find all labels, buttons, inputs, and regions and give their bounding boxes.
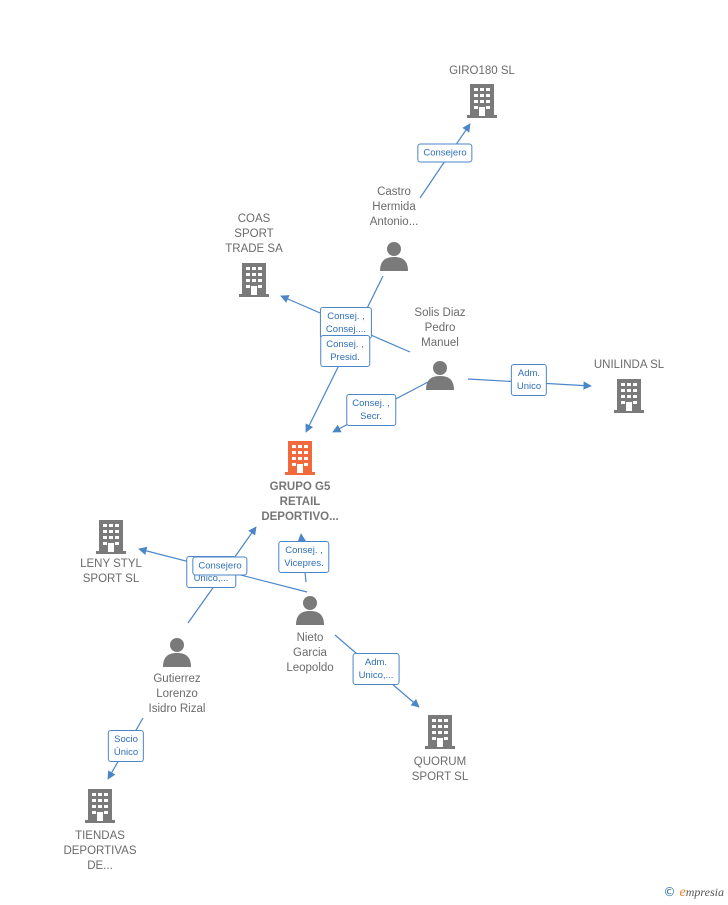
node-label-unilinda[interactable]: UNILINDA SL [593, 359, 665, 371]
node-label-gutierrez[interactable]: Gutierrez Lorenzo Isidro Rizal [148, 673, 206, 715]
node-label-solis[interactable]: Solis Diaz Pedro Manuel [414, 307, 466, 349]
edge-label-solis-unilinda[interactable]: Adm. Unico [510, 364, 548, 396]
building-icon-grupo[interactable] [285, 441, 315, 475]
building-icon-tiendas[interactable] [85, 789, 115, 823]
person-icon-castro[interactable] [379, 241, 409, 271]
edge-label-nieto-quorum[interactable]: Adm. Unico,... [352, 653, 400, 685]
building-icon-leny[interactable] [96, 520, 126, 554]
node-label-quorum[interactable]: QUORUM SPORT SL [411, 756, 469, 783]
node-label-tiendas[interactable]: TIENDAS DEPORTIVAS DE... [63, 830, 137, 872]
person-icon-nieto[interactable] [295, 595, 325, 625]
building-icon-unilinda[interactable] [614, 379, 644, 413]
node-label-coas[interactable]: COAS SPORT TRADE SA [225, 213, 283, 255]
node-label-castro[interactable]: Castro Hermida Antonio... [369, 186, 419, 228]
edge-label-gutierrez-tiendas[interactable]: Socio Único [107, 730, 145, 762]
copyright-icon: © [663, 885, 676, 899]
node-label-leny[interactable]: LENY STYL SPORT SL [80, 558, 142, 585]
edge-label-castro-grupo[interactable]: Consej. , Presid. [320, 335, 370, 367]
building-icon-giro180[interactable] [467, 84, 497, 118]
edge-label-gutierrez-grupo[interactable]: Consejero [192, 556, 248, 576]
person-icon-solis[interactable] [425, 360, 455, 390]
edge-label-solis-grupo[interactable]: Consej. , Secr. [346, 394, 396, 426]
edge-label-nieto-grupo[interactable]: Consej. , Vicepres. [278, 541, 330, 573]
building-icon-quorum[interactable] [425, 715, 455, 749]
empresia-logo: ©empresia [663, 885, 724, 900]
edge-label-castro-giro180[interactable]: Consejero [417, 143, 473, 163]
building-icon-coas[interactable] [239, 263, 269, 297]
node-label-nieto[interactable]: Nieto Garcia Leopoldo [286, 632, 334, 674]
node-label-grupo[interactable]: GRUPO G5 RETAIL DEPORTIVO... [261, 481, 339, 523]
node-label-giro180[interactable]: GIRO180 SL [449, 65, 515, 77]
person-icon-gutierrez[interactable] [162, 637, 192, 667]
